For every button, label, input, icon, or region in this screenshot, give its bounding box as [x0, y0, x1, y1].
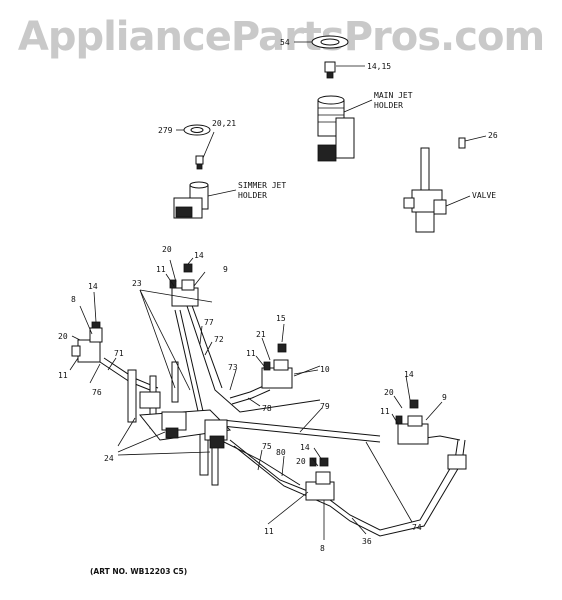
orifice-holder-right — [395, 399, 467, 470]
label-11-left: 11 — [58, 371, 68, 380]
screw-26 — [458, 135, 487, 149]
label-11-bottom: 11 — [264, 527, 274, 536]
nut-54 — [294, 35, 349, 49]
label-14-right: 14 — [404, 370, 414, 379]
label-11-center: 11 — [246, 349, 256, 358]
label-20-right: 20 — [384, 388, 394, 397]
art-number: (ART NO. WB12203 C5) — [90, 567, 187, 576]
valve-cluster — [139, 391, 228, 449]
label-36: 36 — [362, 537, 372, 546]
label-14-top: 14 — [194, 251, 204, 260]
label-26: 26 — [488, 131, 498, 140]
label-20-left: 20 — [58, 332, 68, 341]
label-74: 74 — [412, 523, 422, 532]
tube-assembly — [99, 299, 466, 537]
label-14-left: 14 — [88, 282, 98, 291]
orifice-holder-bottom — [305, 457, 335, 501]
label-75: 75 — [262, 442, 272, 451]
label-10: 10 — [320, 365, 330, 374]
label-9-top: 9 — [223, 265, 228, 274]
label-79: 79 — [320, 402, 330, 411]
label-main-jet: MAIN JET — [374, 91, 413, 100]
leader-lines — [69, 257, 443, 540]
orifice-holder-left — [71, 321, 103, 363]
label-21: 21 — [256, 330, 266, 339]
label-80: 80 — [276, 448, 286, 457]
label-72: 72 — [214, 335, 224, 344]
watermark: AppliancePartsPros.com — [17, 14, 545, 60]
label-simmer-jet: SIMMER JET — [238, 181, 286, 190]
orifice-holder-top — [169, 263, 199, 307]
label-20-bottom: 20 — [296, 457, 306, 466]
label-11-top: 11 — [156, 265, 166, 274]
simmer-jet-holder — [173, 181, 237, 219]
label-73: 73 — [228, 363, 238, 372]
label-valve: VALVE — [472, 191, 496, 200]
label-14-15: 14,15 — [367, 62, 391, 71]
label-279: 279 — [158, 126, 173, 135]
screw-14-15 — [324, 61, 365, 79]
label-20-top: 20 — [162, 245, 172, 254]
label-8-left: 8 — [71, 295, 76, 304]
label-54: 54 — [280, 38, 290, 47]
label-15: 15 — [276, 314, 286, 323]
label-23: 23 — [132, 279, 142, 288]
valve — [403, 147, 471, 233]
label-20-21: 20,21 — [212, 119, 236, 128]
main-jet-holder — [317, 95, 373, 162]
label-simmer-jet-holder: HOLDER — [238, 191, 267, 200]
orifice-holder-center — [261, 343, 293, 389]
label-76: 76 — [92, 388, 102, 397]
label-14-bottom: 14 — [300, 443, 310, 452]
label-8-bottom: 8 — [320, 544, 325, 553]
label-9-right: 9 — [442, 393, 447, 402]
nut-279 — [176, 124, 211, 136]
label-78: 78 — [262, 404, 272, 413]
label-11-right: 11 — [380, 407, 390, 416]
screw-20-21 — [195, 131, 215, 170]
label-24: 24 — [104, 454, 114, 463]
label-71: 71 — [114, 349, 124, 358]
label-main-jet-holder: HOLDER — [374, 101, 403, 110]
label-77: 77 — [204, 318, 214, 327]
